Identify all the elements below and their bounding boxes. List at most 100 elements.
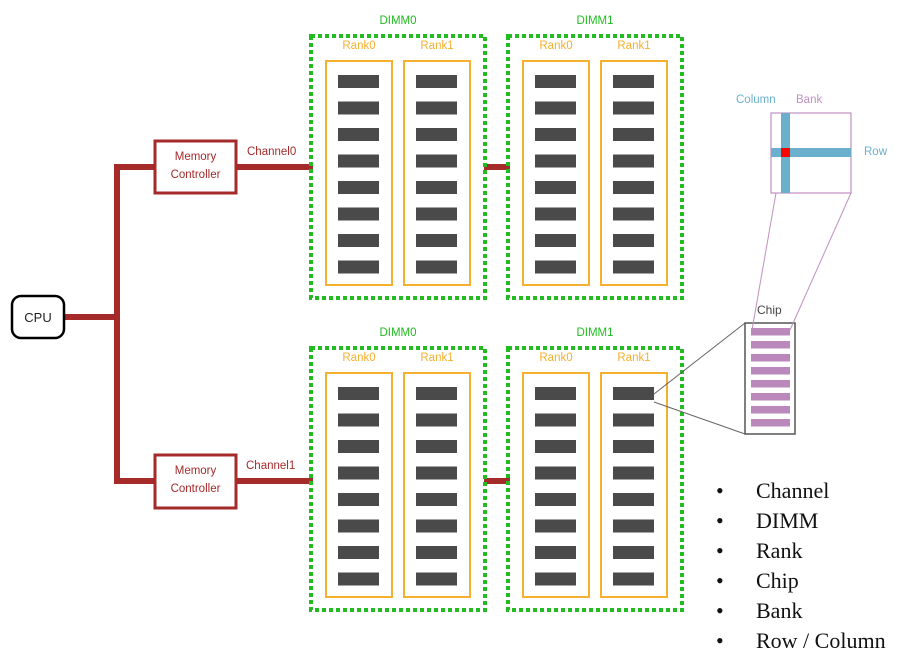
list-item: • Row / Column [716,626,886,656]
rank-box [325,372,393,598]
dram-chip [416,546,457,559]
dram-chip [338,181,379,194]
dimm-label: DIMM1 [576,15,613,27]
dimm-label: DIMM0 [379,327,416,339]
dram-chip [338,519,379,533]
rank-label: Rank0 [539,40,572,52]
list-item: • DIMM [716,506,886,536]
bullet-icon: • [716,538,724,563]
memory-controller-label-line2: Controller [171,483,221,495]
memory-controller-1: Memory Controller Channel1 [153,453,295,510]
dimm-border [506,346,684,612]
dram-chip [338,101,379,115]
list-item: • Chip [716,566,886,596]
dimm-label: DIMM1 [576,327,613,339]
dram-chip [338,387,379,400]
dram-chip [535,101,576,115]
dram-chip [338,154,379,168]
rank-box [403,60,471,286]
rank-box [325,60,393,286]
rank-box [600,372,668,598]
rank-box [403,372,471,598]
bank [751,406,790,414]
dram-chip [613,387,654,400]
dram-chip [613,493,654,506]
rank-box [522,372,590,598]
bank [751,419,790,427]
dimm-border [506,34,684,300]
dram-chip [338,440,379,453]
dram-chip [613,572,654,586]
bank [751,341,790,349]
memory-controller-label-line2: Controller [171,169,221,181]
rank-box [600,60,668,286]
rank-label: Rank0 [342,40,375,52]
dram-chip [535,413,576,427]
bullet-icon: • [716,478,724,503]
list-item-text: Row / Column [756,628,886,653]
dram-chip [338,75,379,88]
dram-chip [613,181,654,194]
dram-chip [613,128,654,141]
list-item-text: DIMM [756,508,819,533]
dram-chip [416,440,457,453]
chip-detail: Chip [653,303,796,435]
chip-detail-box [744,322,796,435]
dimm-label: DIMM0 [379,15,416,27]
dram-chip [535,440,576,453]
dram-chip [535,546,576,559]
dram-chip [416,466,457,480]
list-item-text: Bank [756,598,803,623]
dram-chip [613,101,654,115]
dram-chip [416,181,457,194]
bullet-icon: • [716,508,724,533]
dram-chip [535,128,576,141]
dram-chip [416,260,457,274]
bullet-icon: • [716,568,724,593]
column-label: Column [736,94,776,106]
dram-chip [613,413,654,427]
cpu-box [10,294,66,340]
dram-chip [416,519,457,533]
hierarchy-list: •Channel • DIMM • Rank • Chip • Bank • Row / … [716,476,886,656]
bank-label: Bank [796,94,822,106]
dram-chip [338,466,379,480]
bullet-icon: • [716,628,724,653]
rank-label: Rank0 [342,352,375,364]
dram-chip [416,493,457,506]
memory-controller-label-line1: Memory [175,465,217,477]
memory-controller-0: Memory Controller Channel0 [153,139,296,195]
rank-label: Rank1 [420,352,453,364]
dram-chip [416,234,457,247]
dram-chip [535,387,576,400]
rank-label: Rank1 [617,40,650,52]
bank-detail: Column Bank Row [736,94,888,331]
bullet-icon: • [716,598,724,623]
list-item: •Channel [716,476,886,506]
list-item-text: Rank [756,538,803,563]
memory-controller-box [153,139,238,195]
rank-label: Rank0 [539,352,572,364]
dram-chip [416,387,457,400]
list-item: • Bank [716,596,886,626]
bus-lines [64,164,510,484]
dram-chip [613,466,654,480]
dram-chip [613,234,654,247]
list-item-text: Chip [756,568,799,593]
memory-controller-label-line1: Memory [175,151,217,163]
dram-chip [416,154,457,168]
dram-chip [613,207,654,221]
dram-chip [338,234,379,247]
dimm-border [309,34,487,300]
bank [751,354,790,362]
dram-chip [416,413,457,427]
rank-box [522,60,590,286]
dram-chip [338,207,379,221]
bank [751,367,790,375]
channel-label: Channel0 [247,146,296,158]
